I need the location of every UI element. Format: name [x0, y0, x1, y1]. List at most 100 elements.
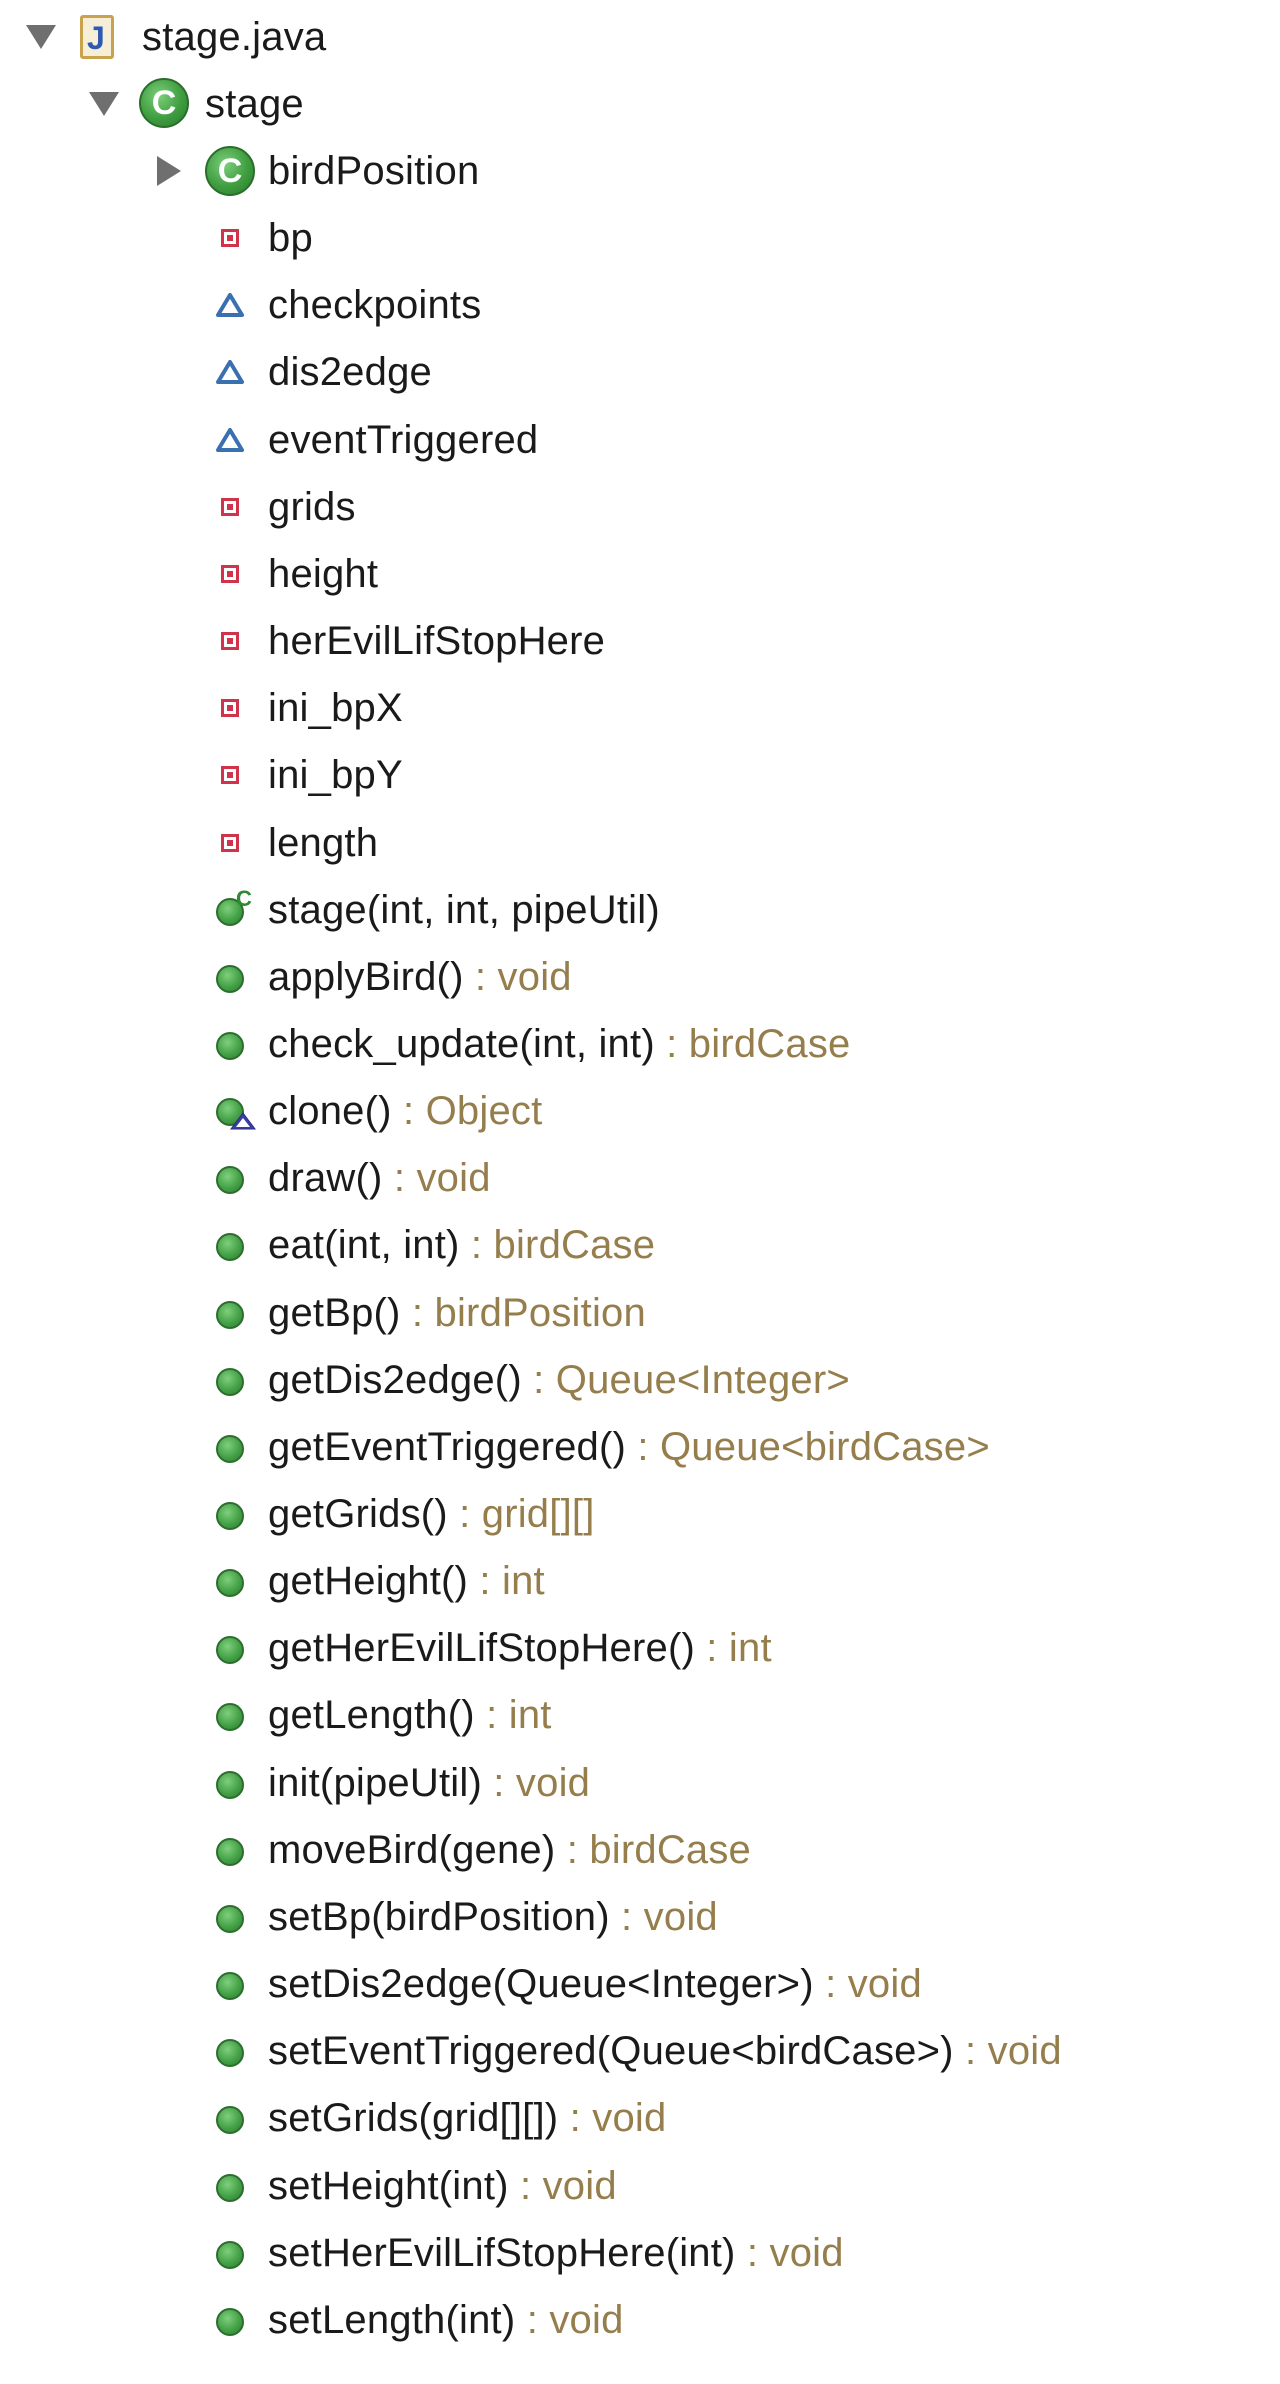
tree-row-file[interactable]: J stage.java	[0, 3, 1280, 71]
member-return-type: : void	[953, 2029, 1062, 2074]
member-label: setLength(int) : void	[268, 2286, 624, 2354]
member-label: setEventTriggered(Queue<birdCase>) : voi…	[268, 2017, 1062, 2085]
member-name: setBp(birdPosition)	[268, 1894, 610, 1939]
member-label: setDis2edge(Queue<Integer>) : void	[268, 1950, 922, 2018]
member-name: eat(int, int)	[268, 1223, 460, 1268]
member-return-type: : void	[609, 1894, 718, 1939]
tree-row-member[interactable]: ini_bpX	[0, 674, 1280, 742]
tree-row-member[interactable]: check_update(int, int) : birdCase	[0, 1010, 1280, 1078]
tree-row-member[interactable]: eventTriggered	[0, 406, 1280, 474]
private-field-icon	[221, 497, 239, 516]
default-field-icon	[216, 427, 244, 457]
tree-row-member[interactable]: getBp() : birdPosition	[0, 1279, 1280, 1347]
tree-row-member[interactable]: getHerEvilLifStopHere() : int	[0, 1614, 1280, 1682]
override-method-icon	[216, 1098, 256, 1130]
tree-row-member[interactable]: bp	[0, 204, 1280, 272]
java-file-icon: J	[80, 15, 114, 59]
class-name: stage	[205, 82, 304, 126]
tree-row-member[interactable]: getHeight() : int	[0, 1547, 1280, 1615]
member-name: length	[268, 820, 379, 865]
member-name: bp	[268, 216, 313, 261]
expand-toggle-open-icon[interactable]	[26, 25, 56, 49]
tree-row-member[interactable]: height	[0, 540, 1280, 608]
member-return-type: : void	[382, 1156, 491, 1201]
tree-row-member[interactable]: setEventTriggered(Queue<birdCase>) : voi…	[0, 2017, 1280, 2085]
member-name: getGrids()	[268, 1492, 448, 1536]
tree-row-member[interactable]: setHerEvilLifStopHere(int) : void	[0, 2219, 1280, 2287]
public-method-icon	[216, 1233, 244, 1262]
tree-row-member[interactable]: setHeight(int) : void	[0, 2152, 1280, 2220]
member-name: clone()	[268, 1089, 392, 1134]
member-label: init(pipeUtil) : void	[268, 1749, 590, 1817]
tree-row-member[interactable]: grids	[0, 473, 1280, 541]
public-method-icon	[216, 2173, 244, 2202]
private-field-icon	[221, 766, 239, 785]
member-name: stage(int, int, pipeUtil)	[268, 887, 660, 932]
member-name: draw()	[268, 1156, 383, 1201]
tree-row-class[interactable]: C stage	[0, 70, 1280, 138]
member-return-type: : grid[][]	[447, 1492, 595, 1536]
member-name: getHerEvilLifStopHere()	[268, 1626, 695, 1671]
member-label: clone() : Object	[268, 1077, 542, 1145]
member-name: moveBird(gene)	[268, 1827, 556, 1872]
member-label: grids	[268, 473, 356, 541]
member-return-type: : Queue<Integer>	[521, 1357, 850, 1402]
private-field-icon	[221, 699, 239, 718]
tree-row-member[interactable]: clone() : Object	[0, 1077, 1280, 1145]
tree-row-member[interactable]: moveBird(gene) : birdCase	[0, 1816, 1280, 1884]
member-name: checkpoints	[268, 283, 482, 328]
tree-row-member[interactable]: checkpoints	[0, 271, 1280, 339]
tree-row-member[interactable]: setDis2edge(Queue<Integer>) : void	[0, 1950, 1280, 2018]
tree-row-member[interactable]: getEventTriggered() : Queue<birdCase>	[0, 1413, 1280, 1481]
override-triangle-icon	[230, 1112, 256, 1135]
tree-row-member[interactable]: setGrids(grid[][]) : void	[0, 2084, 1280, 2152]
member-name: setLength(int)	[268, 2297, 516, 2342]
member-name: getEventTriggered()	[268, 1424, 627, 1469]
member-return-type: : void	[515, 2297, 624, 2342]
tree-row-member[interactable]: getGrids() : grid[][]	[0, 1480, 1280, 1548]
public-method-icon	[216, 1434, 244, 1463]
member-name: getBp()	[268, 1290, 401, 1335]
public-method-icon	[216, 964, 244, 993]
private-field-icon	[221, 833, 239, 852]
member-label: setHerEvilLifStopHere(int) : void	[268, 2219, 844, 2287]
tree-row-member[interactable]: length	[0, 809, 1280, 877]
member-label: getEventTriggered() : Queue<birdCase>	[268, 1413, 990, 1481]
expand-toggle-open-icon[interactable]	[89, 92, 119, 116]
public-method-icon	[216, 1031, 244, 1060]
member-label: moveBird(gene) : birdCase	[268, 1816, 751, 1884]
tree-row-member[interactable]: getLength() : int	[0, 1681, 1280, 1749]
member-label: getHerEvilLifStopHere() : int	[268, 1614, 772, 1682]
member-label: eat(int, int) : birdCase	[268, 1211, 655, 1279]
member-return-type: : birdCase	[654, 1021, 851, 1066]
private-field-icon	[221, 632, 239, 651]
member-name: init(pipeUtil)	[268, 1760, 482, 1805]
public-method-icon	[216, 2039, 244, 2068]
member-return-type: : birdCase	[459, 1223, 656, 1268]
tree-row-member[interactable]: dis2edge	[0, 338, 1280, 406]
expand-toggle-closed-icon[interactable]	[157, 156, 181, 186]
public-method-icon	[216, 2106, 244, 2135]
member-name: getLength()	[268, 1693, 475, 1738]
tree-row-member[interactable]: herEvilLifStopHere	[0, 607, 1280, 675]
tree-row-member[interactable]: init(pipeUtil) : void	[0, 1749, 1280, 1817]
member-label: birdPosition	[268, 137, 479, 205]
private-field-icon	[221, 564, 239, 583]
member-label: getGrids() : grid[][]	[268, 1480, 595, 1548]
tree-row-member[interactable]: getDis2edge() : Queue<Integer>	[0, 1346, 1280, 1414]
tree-row-member[interactable]: setLength(int) : void	[0, 2286, 1280, 2354]
default-field-icon	[216, 360, 244, 389]
member-name: getHeight()	[268, 1559, 469, 1604]
private-field-icon	[221, 229, 239, 248]
tree-row-member[interactable]: ini_bpY	[0, 741, 1280, 809]
tree-row-member[interactable]: eat(int, int) : birdCase	[0, 1211, 1280, 1279]
tree-row-member[interactable]: setBp(birdPosition) : void	[0, 1883, 1280, 1951]
tree-row-member[interactable]: applyBird() : void	[0, 943, 1280, 1011]
member-label: checkpoints	[268, 271, 481, 339]
member-name: setDis2edge(Queue<Integer>)	[268, 1962, 814, 2007]
member-label: setGrids(grid[][]) : void	[268, 2084, 666, 2152]
member-label: getLength() : int	[268, 1681, 552, 1749]
tree-row-member[interactable]: draw() : void	[0, 1144, 1280, 1212]
